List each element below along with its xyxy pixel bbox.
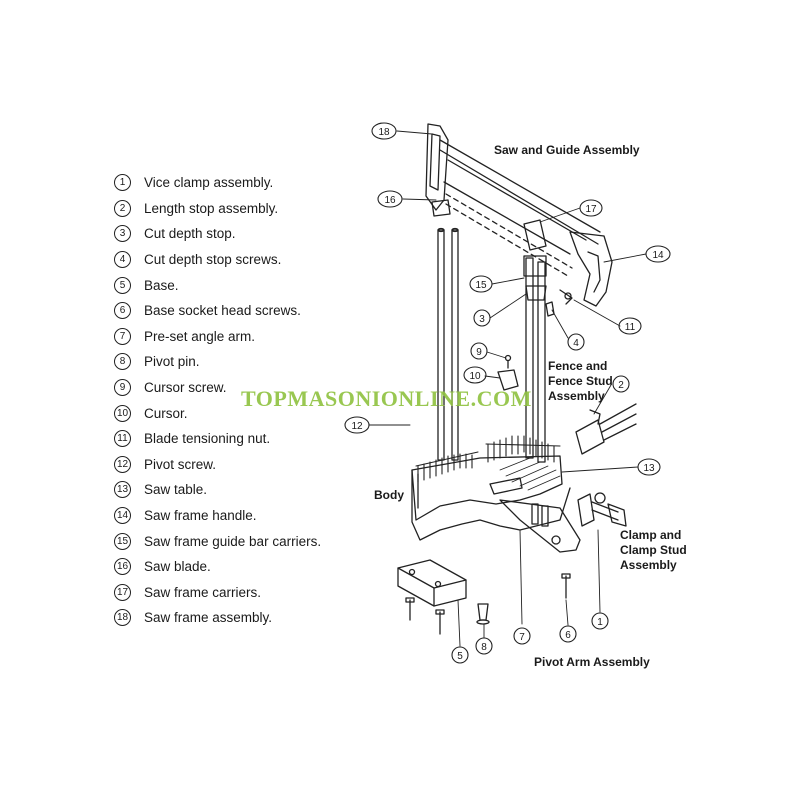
- legend-item: 6 Base socket head screws.: [114, 298, 354, 324]
- guide-bars: [437, 227, 555, 463]
- legend-text: Base socket head screws.: [144, 303, 301, 319]
- length-stop: [575, 403, 637, 455]
- legend-number: 2: [114, 199, 131, 217]
- legend-number: 9: [114, 379, 131, 397]
- legend-number: 1: [114, 174, 131, 192]
- callout-17: 17: [585, 204, 597, 215]
- legend-number: 15: [114, 532, 131, 550]
- label-saw-guide: Saw and Guide Assembly: [494, 143, 640, 157]
- legend-item: 2 Length stop assembly.: [114, 196, 354, 222]
- legend-number: 8: [114, 353, 131, 371]
- legend-item: 17 Saw frame carriers.: [114, 580, 354, 606]
- legend-number: 17: [114, 583, 131, 601]
- label-pivot-arm: Pivot Arm Assembly: [534, 655, 650, 669]
- legend-text: Vice clamp assembly.: [144, 175, 274, 191]
- legend-text: Blade tensioning nut.: [144, 431, 271, 447]
- legend-item: 9 Cursor screw.: [114, 375, 354, 401]
- legend-text: Saw frame handle.: [144, 508, 257, 524]
- legend-item: 4 Cut depth stop screws.: [114, 247, 354, 273]
- legend-text: Cut depth stop.: [144, 226, 236, 242]
- callout-11: 11: [625, 322, 636, 333]
- legend-text: Saw frame assembly.: [144, 610, 273, 626]
- legend-item: 15 Saw frame guide bar carriers.: [114, 528, 354, 554]
- body-table: [411, 435, 571, 541]
- callout-18: 18: [378, 127, 390, 138]
- label-fence-1: Fence and: [548, 359, 607, 373]
- legend-number: 16: [114, 558, 131, 576]
- legend-number: 7: [114, 327, 131, 345]
- watermark: TOPMASONIONLINE.COM: [241, 386, 532, 411]
- legend-item: 3 Cut depth stop.: [114, 221, 354, 247]
- callout-16: 16: [384, 195, 396, 206]
- legend-item: 12 Pivot screw.: [114, 452, 354, 478]
- legend-item: 13 Saw table.: [114, 477, 354, 503]
- legend-number: 6: [114, 302, 131, 320]
- label-body: Body: [374, 488, 404, 502]
- legend-item: 8 Pivot pin.: [114, 349, 354, 375]
- callout-9: 9: [476, 347, 482, 358]
- legend-text: Base.: [144, 277, 179, 293]
- callout-6: 6: [565, 630, 571, 641]
- legend-text: Saw frame carriers.: [144, 584, 262, 600]
- callout-15: 15: [475, 280, 487, 291]
- callout-14: 14: [652, 250, 664, 261]
- callout-13: 13: [643, 463, 655, 474]
- legend-number: 11: [114, 430, 131, 448]
- legend-item: 16 Saw blade.: [114, 554, 354, 580]
- label-fence-3: Assembly: [548, 389, 605, 403]
- legend-text: Cut depth stop screws.: [144, 252, 282, 268]
- legend-item: 10 Cursor.: [114, 400, 354, 426]
- legend-text: Cursor screw.: [144, 380, 227, 396]
- legend-text: Saw frame guide bar carriers.: [144, 533, 322, 549]
- callout-4: 4: [573, 338, 579, 349]
- callout-8: 8: [481, 642, 487, 653]
- legend-text: Pivot pin.: [144, 354, 200, 370]
- legend-text: Length stop assembly.: [144, 200, 279, 216]
- legend-item: 18 Saw frame assembly.: [114, 605, 354, 631]
- legend-item: 11 Blade tensioning nut.: [114, 426, 354, 452]
- callout-2: 2: [618, 380, 624, 391]
- label-clamp-2: Clamp Stud: [620, 543, 687, 557]
- legend-number: 10: [114, 404, 131, 422]
- callout-5: 5: [457, 651, 463, 662]
- legend-number: 4: [114, 251, 131, 269]
- legend-number: 13: [114, 481, 131, 499]
- callout-3: 3: [479, 314, 485, 325]
- legend-item: 7 Pre-set angle arm.: [114, 324, 354, 350]
- saw-frame: [425, 123, 613, 307]
- legend-number: 5: [114, 276, 131, 294]
- legend-number: 14: [114, 507, 131, 525]
- pivot-arm: [499, 499, 581, 553]
- callout-1: 1: [597, 617, 603, 628]
- screws: [405, 573, 571, 635]
- legend-item: 14 Saw frame handle.: [114, 503, 354, 529]
- label-fence-2: Fence Stud: [548, 374, 613, 388]
- base-plate: [397, 559, 467, 607]
- callouts: 18 16 17 14 15 3 4 11 9 10 2 12 13 1 6 7…: [344, 122, 671, 664]
- callout-10: 10: [469, 371, 481, 382]
- clamp: [577, 492, 627, 527]
- legend-text: Saw table.: [144, 482, 208, 498]
- leader-lines: [368, 130, 647, 647]
- parts-legend: 1 Vice clamp assembly. 2 Length stop ass…: [114, 170, 354, 631]
- legend-text: Pivot screw.: [144, 456, 217, 472]
- legend-number: 3: [114, 225, 131, 243]
- label-clamp-3: Assembly: [620, 558, 677, 572]
- cursor-parts: [497, 354, 519, 391]
- legend-text: Saw blade.: [144, 559, 211, 575]
- callout-7: 7: [519, 632, 525, 643]
- legend-number: 12: [114, 455, 131, 473]
- callout-12: 12: [351, 421, 363, 432]
- legend-item: 1 Vice clamp assembly.: [114, 170, 354, 196]
- legend-text: Cursor.: [144, 405, 188, 421]
- legend-text: Pre-set angle arm.: [144, 328, 256, 344]
- legend-number: 18: [114, 609, 131, 627]
- label-clamp-1: Clamp and: [620, 528, 681, 542]
- legend-item: 5 Base.: [114, 272, 354, 298]
